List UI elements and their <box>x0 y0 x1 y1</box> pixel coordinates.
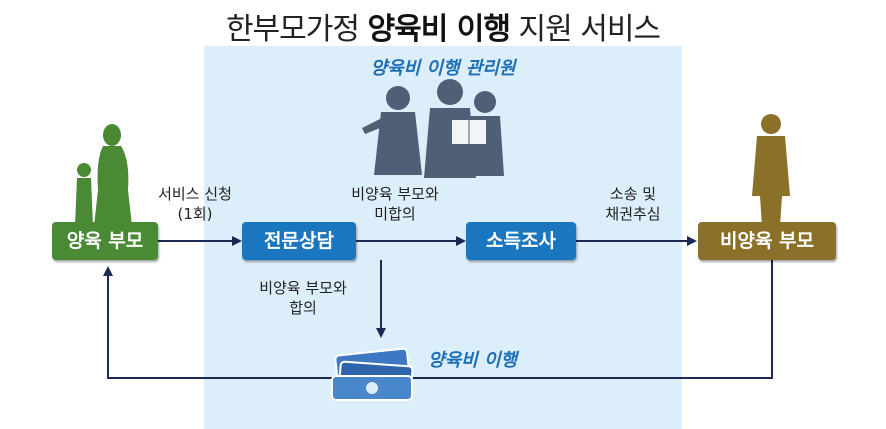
label-lawsuit-line1: 소송 및 <box>609 185 657 203</box>
money-icon <box>331 347 414 401</box>
node-counseling: 전문상담 <box>242 222 356 260</box>
title-suffix: 지원 서비스 <box>509 12 661 47</box>
man-icon <box>752 114 790 226</box>
node-income-check: 소득조사 <box>466 222 576 260</box>
managers-icon <box>362 79 504 178</box>
label-agree: 비양육 부모와 합의 <box>238 278 368 318</box>
label-apply-line1: 서비스 신청 <box>158 185 232 203</box>
label-apply: 서비스 신청 (1회) <box>140 184 250 224</box>
label-lawsuit-line2: 채권추심 <box>605 205 661 223</box>
page-title: 한부모가정 양육비 이행 지원 서비스 <box>0 4 886 48</box>
label-disagree: 비양육 부모와 미합의 <box>330 184 460 224</box>
label-agree-line2: 합의 <box>289 299 317 317</box>
agency-label: 양육비 이행 관리원 <box>370 58 516 79</box>
label-disagree-line2: 미합의 <box>374 205 416 223</box>
title-bold: 양육비 이행 <box>367 12 511 47</box>
node-noncustodial-parent: 비양육 부모 <box>698 222 836 260</box>
label-disagree-line1: 비양육 부모와 <box>351 185 439 203</box>
mother-child-icon <box>75 124 132 226</box>
node-custodial-parent: 양육 부모 <box>52 222 158 260</box>
title-prefix: 한부모가정 <box>225 12 368 47</box>
label-lawsuit: 소송 및 채권추심 <box>578 184 688 224</box>
label-apply-line2: (1회) <box>177 205 213 223</box>
label-agree-line1: 비양육 부모와 <box>259 279 347 297</box>
arrow-payment-loop <box>103 260 773 379</box>
label-payment: 양육비 이행 <box>428 350 518 371</box>
